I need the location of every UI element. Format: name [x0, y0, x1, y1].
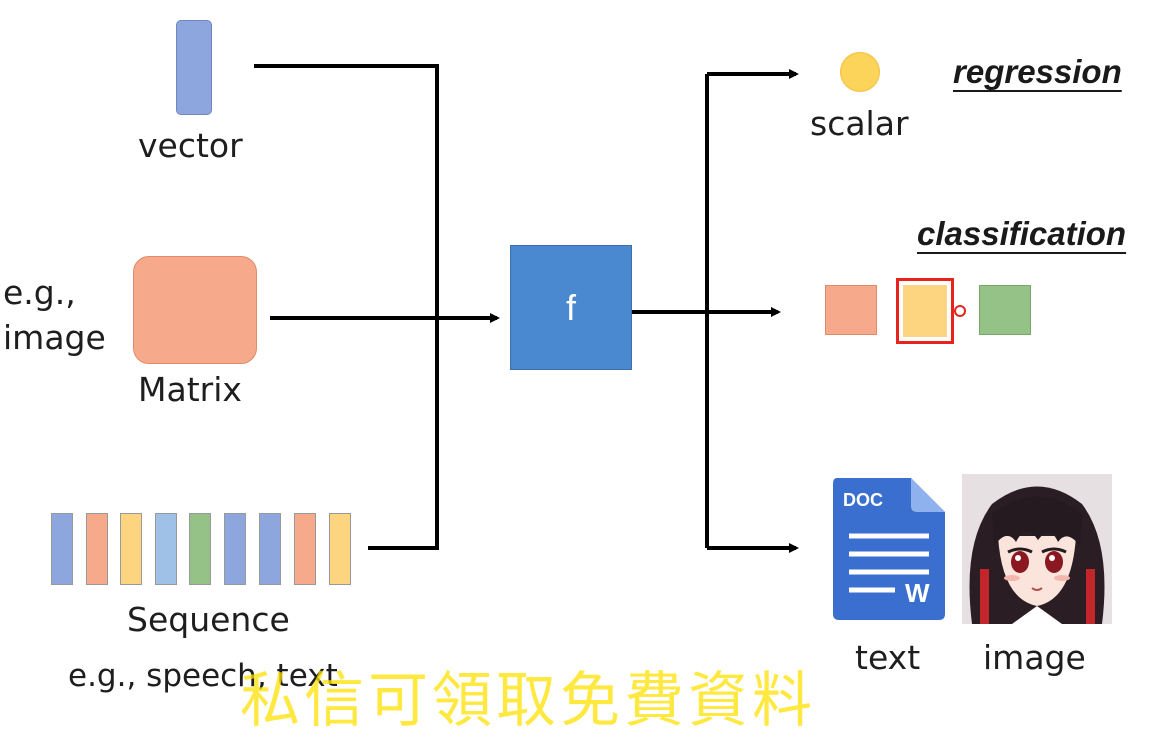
doc-letter: W [905, 578, 930, 608]
scalar-label: scalar [810, 104, 909, 143]
matrix-label: Matrix [138, 370, 242, 409]
sequence-label: Sequence [127, 600, 290, 639]
slide: { "inputs": { "vector_label": "vector", … [3, 20, 1127, 736]
regression-label: regression [953, 53, 1122, 90]
text-output-label: text [855, 638, 921, 677]
connector-lines [254, 64, 799, 553]
sequence-token [189, 513, 211, 585]
class-option-yellow-selected [896, 278, 954, 344]
matrix-shape [133, 256, 257, 364]
function-box: f [510, 245, 632, 370]
class-option-green [979, 285, 1031, 335]
scalar-circle [840, 52, 880, 92]
sequence-token [120, 513, 142, 585]
sequence-token [259, 513, 281, 585]
eg-image-label: image [3, 318, 106, 357]
sequence-token [224, 513, 246, 585]
sequence-example-label: e.g., speech, text [68, 658, 338, 694]
cursor-indicator [954, 305, 966, 317]
vector-line [254, 64, 439, 550]
sequence-token [329, 513, 351, 585]
watermark-text: 私信可領取免費資料 [240, 666, 816, 736]
anime-portrait-image [962, 474, 1112, 624]
function-label: f [565, 286, 576, 328]
vector-label: vector [138, 126, 243, 165]
doc-file-icon: DOC W [833, 478, 945, 620]
eg-prefix-label: e.g., [3, 273, 76, 312]
vector-shape [176, 20, 212, 115]
image-output-label: image [983, 638, 1086, 677]
sequence-token [294, 513, 316, 585]
class-option-orange [825, 285, 877, 335]
sequence-token [86, 513, 108, 585]
classification-label: classification [917, 215, 1127, 252]
sequence-token [155, 513, 177, 585]
sequence-token [51, 513, 73, 585]
doc-badge: DOC [843, 490, 883, 510]
